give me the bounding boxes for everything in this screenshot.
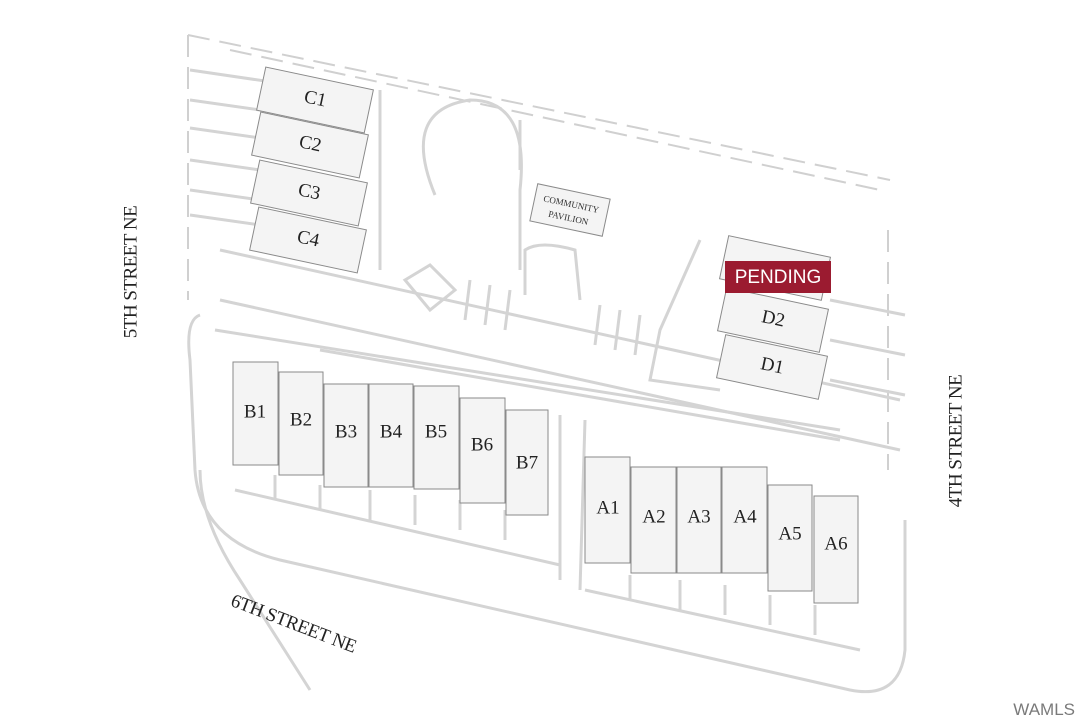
lot-label: B2	[290, 409, 312, 430]
lot-label: D2	[760, 306, 787, 331]
lot-label: A5	[778, 523, 801, 544]
lot-d2[interactable]: D2	[716, 287, 830, 353]
lot-a1[interactable]: A1	[584, 456, 631, 564]
lot-label: D1	[759, 353, 786, 378]
lot-b1[interactable]: B1	[232, 361, 279, 466]
lot-c1[interactable]: C1	[256, 66, 374, 134]
lot-label: B3	[335, 421, 357, 442]
pending-label: PENDING	[735, 267, 822, 288]
lot-a5[interactable]: A5	[767, 484, 813, 592]
lot-a6[interactable]: A6	[813, 495, 859, 604]
lot-a4[interactable]: A4	[721, 466, 768, 574]
lot-b7[interactable]: B7	[505, 409, 549, 516]
lot-label: A6	[824, 533, 847, 554]
lot-label: B7	[516, 452, 538, 473]
lot-c2[interactable]: C2	[251, 111, 369, 179]
pending-status-badge: PENDING	[725, 261, 831, 293]
lot-label: C3	[296, 179, 322, 204]
lot-c3[interactable]: C3	[250, 159, 368, 227]
lot-b5[interactable]: B5	[413, 385, 460, 490]
lot-c4[interactable]: C4	[249, 206, 367, 274]
lot-label: C4	[295, 226, 322, 251]
lot-label: C2	[297, 131, 323, 156]
lot-label: C1	[302, 86, 328, 111]
lot-label: A2	[642, 506, 665, 527]
lot-label: B4	[380, 421, 403, 442]
lot-label: A3	[687, 506, 710, 527]
lot-a2[interactable]: A2	[630, 466, 677, 574]
lot-label: B5	[425, 421, 447, 442]
lot-b4[interactable]: B4	[368, 383, 414, 488]
lot-label: B1	[244, 401, 266, 422]
lot-b3[interactable]: B3	[323, 383, 369, 488]
lot-a3[interactable]: A3	[676, 466, 722, 574]
lot-label: B6	[471, 434, 493, 455]
lot-d1[interactable]: D1	[715, 334, 829, 400]
street-label-6th: 6TH STREET NE	[228, 590, 359, 657]
community-pavilion: COMMUNITY PAVILION	[529, 183, 611, 237]
lot-b6[interactable]: B6	[459, 397, 506, 504]
street-label-5th: 5TH STREET NE	[120, 206, 141, 338]
lot-b2[interactable]: B2	[278, 371, 324, 476]
street-label-4th: 4TH STREET NE	[945, 375, 966, 507]
lot-label: A1	[596, 497, 619, 518]
lot-label: A4	[733, 506, 757, 527]
watermark: WAMLS	[1013, 700, 1075, 719]
